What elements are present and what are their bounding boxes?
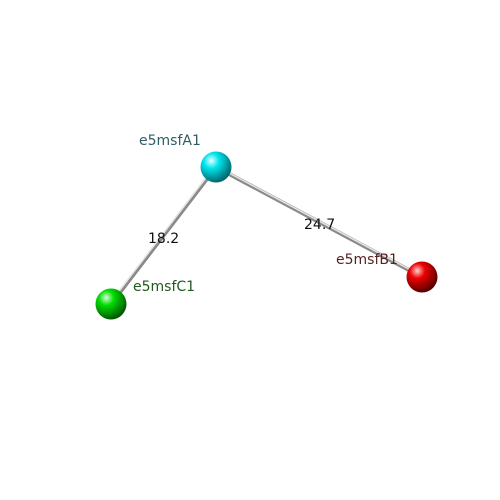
node-c-label: e5msfC1 bbox=[133, 279, 195, 295]
node-a-label: e5msfA1 bbox=[139, 133, 201, 149]
edge-a-c-label: 18.2 bbox=[148, 231, 179, 247]
edge-a-b-label: 24.7 bbox=[304, 217, 335, 233]
node-a[interactable] bbox=[200, 151, 232, 183]
node-b-label: e5msfB1 bbox=[336, 252, 398, 268]
edge-a-b bbox=[214, 165, 424, 279]
node-c[interactable] bbox=[95, 288, 127, 320]
edge-a-c bbox=[109, 165, 218, 306]
node-b[interactable] bbox=[406, 261, 438, 293]
